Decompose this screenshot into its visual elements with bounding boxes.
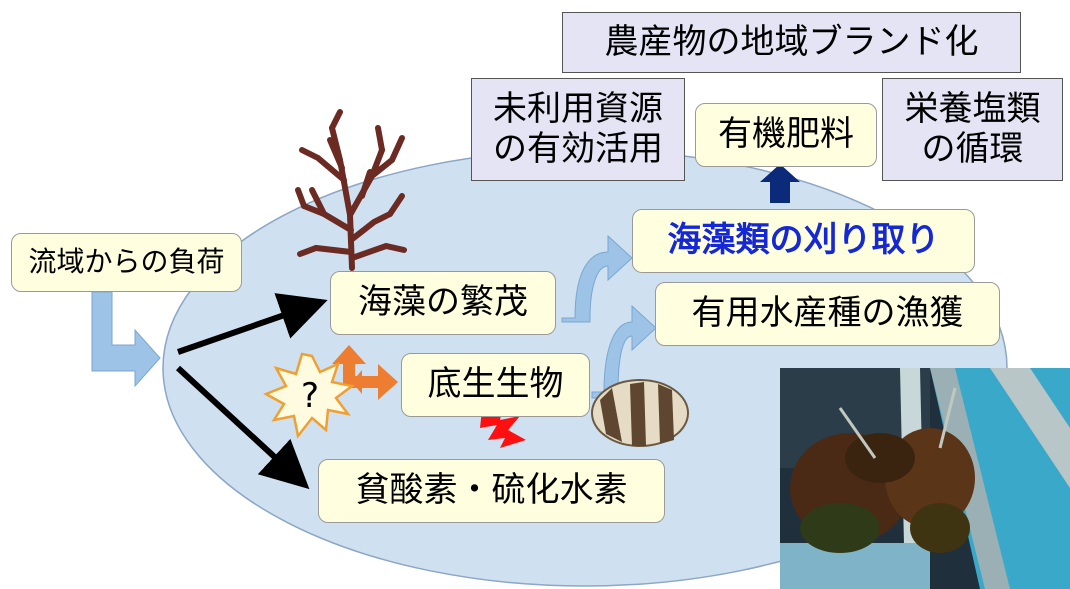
unused-resource-box: 未利用資源 の有効活用 [471,78,685,181]
question-mark: ? [290,375,330,419]
curve-arrow-fishery [591,304,657,399]
load-arrow [91,291,161,388]
arrow-to-algae [177,293,328,355]
fertilizer-label: 有機肥料 [718,114,854,155]
harvest-label: 海藻類の刈り取り [667,220,940,261]
harvested-seaweed-photo [780,368,1070,589]
orange-arrow-right [343,364,398,400]
brand-box: 農産物の地域ブランド化 [562,12,1021,73]
fishery-label: 有用水産種の漁獲 [691,293,964,334]
algae-bloom-label: 海藻の繁茂 [358,282,528,323]
load-label: 流域からの負荷 [28,245,225,279]
orange-arrow-left [352,370,362,394]
hypoxia-label: 貧酸素・硫化水素 [355,470,628,511]
seaweed-icon [295,109,407,271]
fertilizer-box: 有機肥料 [695,103,877,167]
nutrient-cycle-line2: の循環 [921,128,1024,169]
arrow-to-fertilizer [760,164,800,203]
photo-graphics [780,368,1070,589]
load-box: 流域からの負荷 [11,233,242,292]
algae-bloom-box: 海藻の繁茂 [330,271,556,335]
nutrient-cycle-line1: 栄養塩類 [904,89,1041,130]
hypoxia-box: 貧酸素・硫化水素 [318,459,665,523]
question-label: ? [300,376,320,417]
question-burst [263,352,355,439]
unused-resource-line2: の有効活用 [493,128,663,169]
harvest-box: 海藻類の刈り取り [632,209,975,273]
brand-label: 農産物の地域ブランド化 [604,21,979,62]
arrow-to-hypoxia [175,365,310,490]
unused-resource-line1: 未利用資源 [493,89,663,130]
benthos-label: 底生生物 [427,364,564,405]
clam-icon [591,379,689,447]
curve-arrow-harvest [561,234,633,323]
fishery-box: 有用水産種の漁獲 [655,282,1000,346]
benthos-box: 底生生物 [401,353,590,417]
nutrient-cycle-box: 栄養塩類 の循環 [882,78,1063,181]
